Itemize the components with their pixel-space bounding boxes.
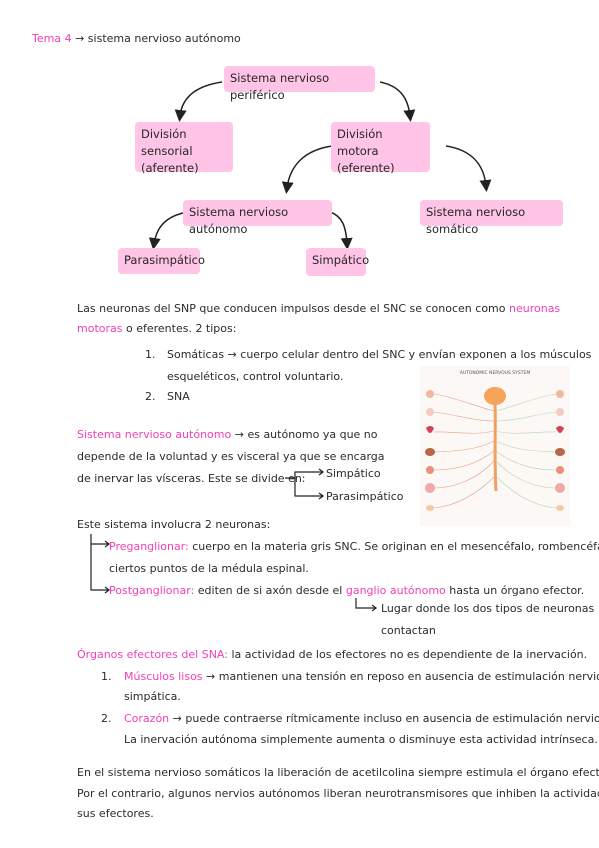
effector2-line1: Corazón → puede contraerse rítmicamente … bbox=[124, 708, 599, 729]
preganglionar-text: cuerpo en la materia gris SNC. Se origin… bbox=[188, 540, 599, 553]
page-header: Tema 4 → sistema nervioso autónomo bbox=[32, 28, 241, 49]
motor-line1: División motora bbox=[337, 127, 383, 158]
box-sensory-division: División sensorial (aferente) bbox=[135, 122, 233, 175]
intro-highlight-a: neuronas bbox=[509, 302, 561, 315]
intro-highlight-b: motoras bbox=[77, 322, 123, 335]
stomach-icon-left bbox=[426, 466, 434, 474]
intro-text-a: Las neuronas del SNP que conducen impuls… bbox=[77, 302, 509, 315]
type1-num: 1. bbox=[145, 348, 156, 361]
tree-arrows bbox=[148, 81, 492, 250]
effector2-text: → puede contraerse rítmicamente incluso … bbox=[169, 712, 599, 725]
effector1-line2: simpática. bbox=[124, 690, 181, 703]
sna-line1: Sistema nervioso autónomo → es autónomo … bbox=[77, 424, 378, 445]
liver-icon-left bbox=[425, 448, 435, 456]
bladder-icon-left bbox=[426, 505, 434, 511]
eye-icon-right bbox=[556, 390, 564, 398]
sna-line2: depende de la voluntad y es visceral ya … bbox=[77, 450, 385, 463]
box-sna: Sistema nervioso autónomo bbox=[183, 200, 332, 236]
postganglionar-line: Postganglionar: editen de si axón desde … bbox=[109, 580, 584, 601]
right-nerves-icon bbox=[495, 393, 557, 509]
stomach-icon-right bbox=[556, 466, 564, 474]
sna-highlight: Sistema nervioso autónomo bbox=[77, 428, 232, 441]
sna-text-a: → es autónomo ya que no bbox=[231, 428, 378, 441]
effectors-title-rest: la actividad de los efectores no es depe… bbox=[227, 648, 588, 661]
sna-division-arrows bbox=[285, 468, 324, 500]
neurons-bracket bbox=[90, 534, 110, 594]
ganglion-note-arrow bbox=[355, 598, 377, 612]
sensory-line2: (aferente) bbox=[141, 161, 199, 175]
left-nerves-icon bbox=[433, 393, 496, 509]
lungs-icon-left bbox=[426, 408, 434, 416]
lungs-icon-right bbox=[556, 408, 564, 416]
ganglion-note-line2: contactan bbox=[381, 624, 436, 637]
header-arrow: → bbox=[75, 32, 85, 45]
sna-division-sympathetic: Simpático bbox=[326, 467, 381, 480]
effector2-label: Corazón bbox=[124, 712, 170, 725]
type2-num: 2. bbox=[145, 390, 156, 403]
effector2-num: 2. bbox=[101, 712, 112, 725]
topic-label: Tema 4 bbox=[32, 32, 72, 45]
neurons-intro: Este sistema involucra 2 neuronas: bbox=[77, 518, 271, 531]
effectors-title-line: Órganos efectores del SNA: la actividad … bbox=[77, 644, 587, 665]
liver-icon-right bbox=[555, 448, 565, 456]
intro-text-b: o eferentes. 2 tipos: bbox=[122, 322, 237, 335]
effector1-label: Músculos lisos bbox=[124, 670, 203, 683]
eye-icon-left bbox=[426, 390, 434, 398]
type1-line1: Somáticas → cuerpo celular dentro del SN… bbox=[167, 348, 592, 361]
type2-text: SNA bbox=[167, 390, 190, 403]
intro-line1: Las neuronas del SNP que conducen impuls… bbox=[77, 298, 560, 319]
sna-division-parasympathetic: Parasimpático bbox=[326, 490, 404, 503]
brain-icon bbox=[484, 387, 506, 405]
closing-line3: sus efectores. bbox=[77, 807, 154, 820]
preganglionar-line1: Preganglionar: cuerpo en la materia gris… bbox=[109, 536, 599, 557]
postganglionar-text-b: hasta un órgano efector. bbox=[445, 584, 585, 597]
box-motor-division: División motora (eferente) bbox=[331, 122, 430, 175]
heart-icon-right bbox=[556, 426, 564, 433]
postganglionar-label: Postganglionar: bbox=[109, 584, 195, 597]
type1-line2: esqueléticos, control voluntario. bbox=[167, 370, 344, 383]
bladder-icon-right bbox=[556, 505, 564, 511]
box-parasympathetic: Parasimpático bbox=[118, 248, 205, 274]
effector1-line1: Músculos lisos → mantienen una tensión e… bbox=[124, 666, 599, 687]
closing-line1: En el sistema nervioso somáticos la libe… bbox=[77, 766, 599, 779]
effector2-line2: La inervación autónoma simplemente aumen… bbox=[124, 733, 598, 746]
header-title: sistema nervioso autónomo bbox=[87, 32, 241, 45]
sna-line3: de inervar las vísceras. Este se divide … bbox=[77, 472, 306, 485]
effectors-title: Órganos efectores del SNA: bbox=[77, 648, 228, 661]
effector1-num: 1. bbox=[101, 670, 112, 683]
preganglionar-line2: ciertos puntos de la médula espinal. bbox=[109, 562, 309, 575]
box-sympathetic: Simpático bbox=[306, 248, 369, 276]
ganglion-highlight: ganglio autónomo bbox=[345, 584, 446, 597]
motor-line2: (eferente) bbox=[337, 161, 395, 175]
intestine-icon-right bbox=[555, 483, 565, 493]
spinal-cord-icon bbox=[493, 403, 498, 492]
heart-icon-left bbox=[426, 426, 434, 433]
closing-line2: Por el contrario, algunos nervios autóno… bbox=[77, 787, 599, 800]
intro-line2: motoras o eferentes. 2 tipos: bbox=[77, 318, 236, 339]
postganglionar-text-a: editen de si axón desde el bbox=[194, 584, 346, 597]
box-snp: Sistema nervioso periférico bbox=[224, 66, 375, 102]
ans-illustration-svg: AUTONOMIC NERVOUS SYSTEM bbox=[425, 370, 565, 511]
ganglion-note-line1: Lugar donde los dos tipos de neuronas bbox=[381, 602, 595, 615]
effector1-text: → mantienen una tensión en reposo en aus… bbox=[202, 670, 599, 683]
ans-illustration: AUTONOMIC NERVOUS SYSTEM bbox=[420, 366, 570, 526]
box-somatic: Sistema nervioso somático bbox=[420, 200, 563, 236]
preganglionar-label: Preganglionar: bbox=[109, 540, 189, 553]
sensory-line1: División sensorial bbox=[141, 127, 193, 158]
ans-title: AUTONOMIC NERVOUS SYSTEM bbox=[460, 370, 531, 376]
intestine-icon-left bbox=[425, 483, 435, 493]
